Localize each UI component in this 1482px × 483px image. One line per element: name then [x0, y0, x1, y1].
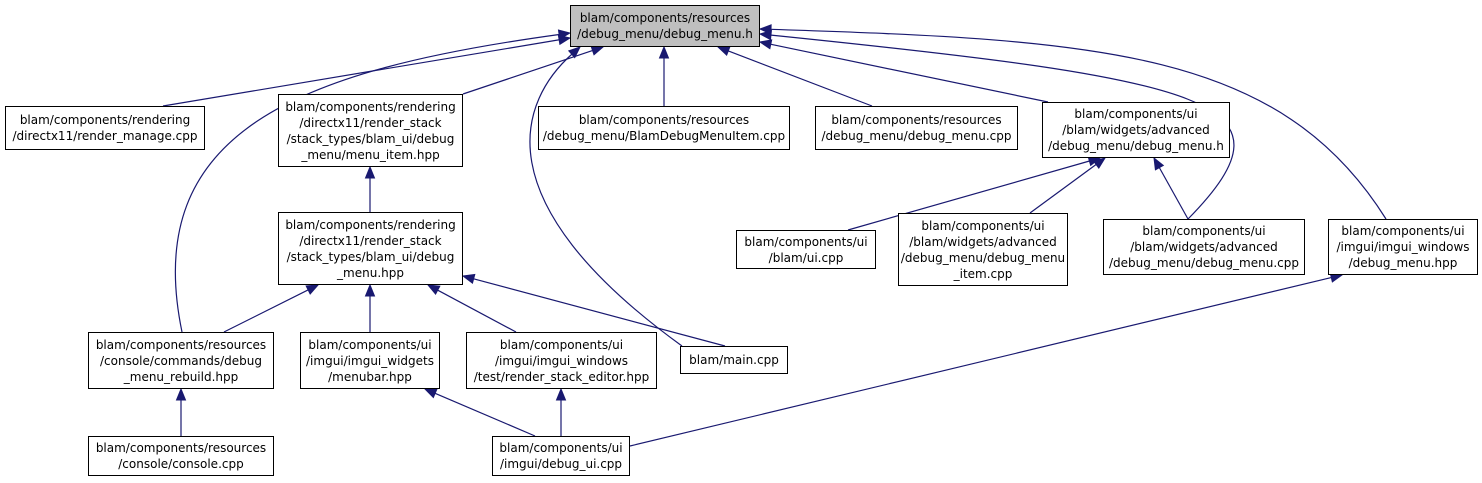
edge-menu_item_hpp-to-root-arrowhead — [590, 45, 605, 56]
edge-render_manage-to-root — [162, 39, 561, 107]
edge-menubar_hpp-to-debug_menu_hpp-arrowhead — [364, 283, 376, 297]
edge-debug_menu_rebuild-to-root-arrowhead — [557, 29, 572, 40]
node-label-line: /blam/ui.cpp — [768, 250, 844, 265]
node-label-line: _menu_rebuild.hpp — [123, 369, 239, 384]
node-label-line: /debug_menu/debug_menu.h — [577, 27, 753, 41]
node-root[interactable]: blam/components/resources/debug_menu/deb… — [570, 5, 760, 47]
node-label-line: /debug_menu/debug_menu.h — [1048, 139, 1224, 153]
edge-ui_debug_menu_h-to-root-arrowhead — [758, 39, 773, 50]
edge-ui_debug_menu_h-to-root — [769, 43, 1049, 103]
node-menu-item-hpp[interactable]: blam/components/rendering/directx11/rend… — [278, 94, 463, 167]
node-ui-debug-menu-cpp[interactable]: blam/components/ui/blam/widgets/advanced… — [1103, 219, 1305, 275]
edge-main_cpp-to-root — [529, 53, 683, 347]
node-label-line: blam/components/ui — [744, 234, 868, 249]
edge-console_cpp-to-debug_menu_rebuild-arrowhead — [175, 387, 187, 401]
edge-debug_menu_item_cpp-to-ui_debug_menu_h — [1029, 163, 1098, 214]
node-console-cpp[interactable]: blam/components/resources/console/consol… — [88, 436, 274, 476]
node-label-line: blam/components/resources — [831, 113, 1002, 127]
node-label-line: /blam/widgets/advanced — [909, 234, 1057, 249]
node-debug-menu-cpp[interactable]: blam/components/resources/debug_menu/deb… — [815, 106, 1018, 150]
edge-debug_ui_cpp-to-menubar_hpp — [433, 392, 536, 437]
node-label-line: /imgui/debug_ui.cpp — [499, 457, 623, 471]
node-label-line: /directx11/render_stack — [299, 115, 442, 130]
node-label-line: blam/components/resources — [95, 337, 267, 352]
node-label-line: blam/components/ui — [499, 337, 624, 352]
edge-debug_ui_cpp-to-menubar_hpp-arrowhead — [423, 388, 438, 399]
node-ui-debug-menu-h[interactable]: blam/components/ui/blam/widgets/advanced… — [1042, 102, 1230, 158]
edge-debug_menu_cpp-to-root-arrowhead — [716, 46, 731, 57]
node-label-line: _menu/menu_item.hpp — [301, 147, 440, 162]
node-label-line: /stack_types/blam_ui/debug — [286, 131, 455, 146]
node-label-line: blam/components/resources — [579, 11, 751, 25]
edge-render_stack_editor-to-debug_menu_hpp — [436, 289, 517, 333]
edge-menu_item_hpp-to-root — [462, 49, 594, 95]
edge-ui_cpp-to-ui_debug_menu_h — [847, 160, 1091, 231]
node-label-line: /debug_menu/debug_menu.cpp — [821, 129, 1012, 143]
node-label-line: /console/commands/debug — [100, 353, 262, 368]
node-debug-menu-rebuild[interactable]: blam/components/resources/console/comman… — [88, 332, 274, 389]
node-label-line: blam/main.cpp — [689, 353, 779, 367]
node-label-line: /directx11/render_stack — [299, 233, 442, 248]
node-label-line: blam/components/resources — [578, 113, 750, 127]
node-ui-cpp[interactable]: blam/components/ui/blam/ui.cpp — [736, 230, 876, 269]
edge-debug_menu_item_cpp-to-ui_debug_menu_h-arrowhead — [1092, 157, 1107, 170]
node-label-line: blam/components/ui — [1074, 107, 1198, 121]
edge-imgui_debug_menu_hpp-to-root — [769, 28, 1387, 220]
node-render-stack-editor[interactable]: blam/components/ui/imgui/imgui_windows/t… — [466, 332, 657, 389]
node-label-line: blam/components/ui — [499, 441, 623, 455]
node-label-line: blam/components/ui — [1341, 224, 1465, 238]
edge-blam_debug_menu_item-to-root-arrowhead — [658, 45, 670, 59]
node-imgui-debug-menu-hpp[interactable]: blam/components/ui/imgui/imgui_windows/d… — [1328, 219, 1478, 275]
node-label-line: /console/console.cpp — [118, 457, 244, 471]
node-debug-menu-item-cpp[interactable]: blam/components/ui/blam/widgets/advanced… — [898, 213, 1068, 286]
edge-debug_ui_cpp-to-imgui_debug_menu_hpp — [629, 276, 1333, 447]
node-debug-menu-hpp[interactable]: blam/components/rendering/directx11/rend… — [278, 212, 463, 285]
node-main-cpp[interactable]: blam/main.cpp — [680, 346, 788, 374]
edge-ui_debug_menu_cpp-to-ui_debug_menu_h — [1158, 166, 1189, 220]
node-label-line: /imgui/imgui_widgets — [306, 353, 434, 368]
edge-main_cpp-to-debug_menu_hpp — [472, 278, 726, 347]
node-blam-debug-menu-item[interactable]: blam/components/resources/debug_menu/Bla… — [538, 106, 790, 150]
node-label-line: /imgui/imgui_windows — [494, 353, 629, 368]
edge-debug_menu_hpp-to-menu_item_hpp-arrowhead — [364, 165, 376, 179]
node-label-line: blam/components/ui — [921, 218, 1045, 233]
node-label-line: /stack_types/blam_ui/debug — [286, 249, 455, 264]
node-label-line: /test/render_stack_editor.hpp — [473, 369, 650, 384]
node-label-line: /imgui/imgui_windows — [1336, 240, 1470, 254]
node-label-line: blam/components/rendering — [19, 113, 191, 127]
node-label-line: /blam/widgets/advanced — [1062, 123, 1210, 137]
edge-main_cpp-to-root-arrowhead — [567, 46, 581, 59]
node-label-line: /menubar.hpp — [328, 369, 412, 384]
node-label-line: blam/components/ui — [1142, 224, 1266, 238]
edge-ui_debug_menu_cpp-to-ui_debug_menu_h-arrowhead — [1153, 156, 1165, 171]
node-label-line: /debug_menu/BlamDebugMenuItem.cpp — [542, 129, 786, 143]
edge-ui_debug_menu_cpp-to-root — [769, 34, 1235, 220]
node-label-line: /debug_menu.hpp — [1348, 256, 1458, 270]
node-label-line: _menu.hpp — [337, 265, 404, 280]
node-label-line: /blam/widgets/advanced — [1130, 240, 1278, 254]
edge-debug_menu_cpp-to-root — [727, 50, 873, 107]
edge-imgui_debug_menu_hpp-to-root-arrowhead — [758, 24, 772, 35]
node-label-line: /debug_menu/debug_menu — [900, 250, 1066, 265]
edge-debug_menu_rebuild-to-root — [174, 33, 561, 333]
node-menubar-hpp[interactable]: blam/components/ui/imgui/imgui_widgets/m… — [300, 332, 440, 389]
edge-debug_menu_rebuild-to-debug_menu_hpp — [223, 288, 310, 333]
node-label-line: _item.cpp — [953, 266, 1013, 281]
node-label-line: blam/components/ui — [308, 337, 432, 352]
node-debug-ui-cpp[interactable]: blam/components/ui/imgui/debug_ui.cpp — [492, 436, 630, 476]
edge-render_stack_editor-to-debug_menu_hpp-arrowhead — [426, 284, 441, 296]
node-label-line: blam/components/rendering — [285, 217, 456, 232]
node-label-line: /directx11/render_manage.cpp — [12, 129, 198, 143]
edge-debug_menu_rebuild-to-debug_menu_hpp-arrowhead — [305, 284, 320, 295]
node-label-line: blam/components/rendering — [285, 99, 456, 114]
edge-main_cpp-to-debug_menu_hpp-arrowhead — [461, 273, 476, 285]
node-label-line: blam/components/resources — [95, 441, 267, 455]
edge-debug_ui_cpp-to-render_stack_editor-arrowhead — [555, 387, 567, 401]
node-render-manage[interactable]: blam/components/rendering/directx11/rend… — [5, 106, 205, 150]
node-label-line: /debug_menu/debug_menu.cpp — [1109, 256, 1299, 270]
